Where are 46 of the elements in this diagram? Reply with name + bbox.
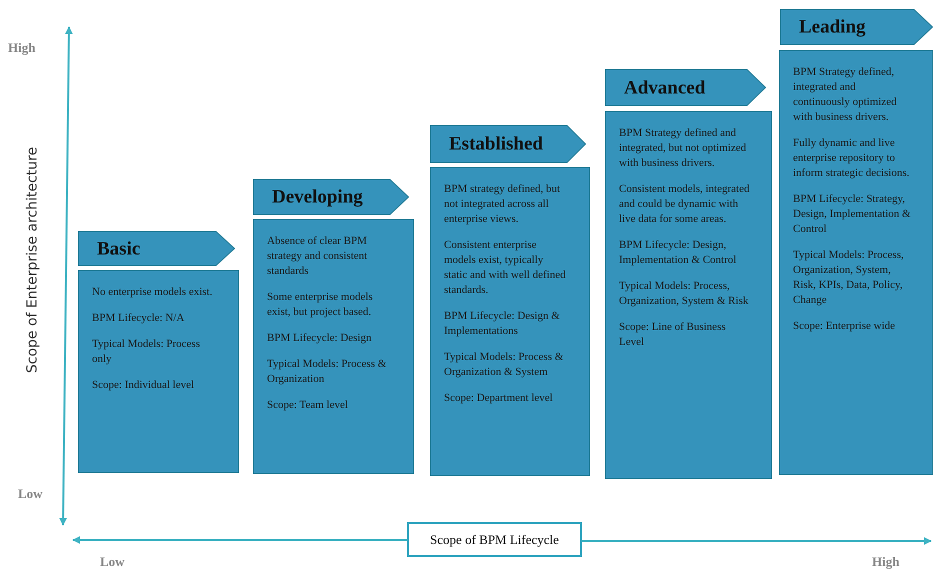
description-text: Some enterprise models exist, but project based. — [267, 290, 374, 320]
stage-title-banner — [430, 125, 586, 163]
description-text: Fully dynamic and live enterprise repository to inform strategic decisions. — [793, 136, 910, 181]
axis-label-box — [407, 522, 582, 557]
axis-tick-label: High — [872, 555, 900, 568]
axis-title: Scope of BPM Lifecycle — [430, 530, 559, 549]
description-text: No enterprise models exist. — [92, 285, 214, 300]
description-text: BPM Lifecycle: Design & Implementations — [444, 309, 561, 339]
description-text: Scope: Team level — [267, 398, 349, 413]
description-text: Typical Models: Process & Organization & System — [444, 350, 564, 380]
stage-title-banner — [780, 9, 933, 45]
axis-title: Scope of Enterprise architecture — [24, 146, 42, 374]
stage-title: Basic — [97, 239, 140, 258]
axis-tick-label: Low — [100, 555, 125, 568]
description-text: Typical Models: Process & Organization — [267, 357, 388, 387]
description-text: BPM Strategy defined and integrated, but not optimized with business drivers. — [619, 126, 748, 171]
description-text: BPM Lifecycle: Strategy, Design, Implementation & Control — [793, 192, 912, 237]
stage-description-box — [253, 219, 414, 474]
description-text: BPM Lifecycle: Design — [267, 331, 372, 346]
description-text: BPM Lifecycle: Design, Implementation & Control — [619, 238, 738, 268]
stage-title-banner — [605, 69, 766, 106]
stage-title: Advanced — [624, 78, 706, 97]
description-text: BPM strategy defined, but not integrated across all enterprise views. — [444, 182, 562, 227]
stage-description-box — [78, 270, 239, 473]
stage-title: Developing — [272, 188, 363, 206]
description-text: Typical Models: Process, Organization, System & Risk — [619, 279, 750, 309]
stage-title: Leading — [799, 18, 866, 36]
description-text: Scope: Individual level — [92, 378, 196, 393]
stage-title-banner — [253, 179, 409, 215]
stage-description-box — [605, 111, 772, 479]
stage-description-box — [430, 167, 590, 476]
description-text: BPM Strategy defined, integrated and continuously optimized with business drivers. — [793, 65, 898, 125]
description-text: Typical Models: Process only — [92, 337, 201, 367]
axis-tick-label: High — [8, 41, 36, 54]
description-text: Consistent models, integrated and could be dynamic with live data for some areas. — [619, 182, 750, 227]
axis-tick-label: Low — [18, 487, 43, 500]
description-text: Scope: Line of Business Level — [619, 320, 727, 350]
stage-title-banner — [78, 231, 235, 266]
description-text: Scope: Department level — [444, 391, 554, 406]
description-text: Scope: Enterprise wide — [793, 319, 896, 334]
description-text: Absence of clear BPM strategy and consistent standards — [267, 234, 368, 279]
description-text: Typical Models: Process, Organization, System, Risk, KPIs, Data, Policy, Change — [793, 248, 905, 308]
stage-title: Established — [449, 134, 543, 154]
stage-description-box — [779, 50, 933, 475]
description-text: Consistent enterprise models exist, typically static and with well defined standards. — [444, 238, 567, 298]
description-text: BPM Lifecycle: N/A — [92, 311, 186, 326]
